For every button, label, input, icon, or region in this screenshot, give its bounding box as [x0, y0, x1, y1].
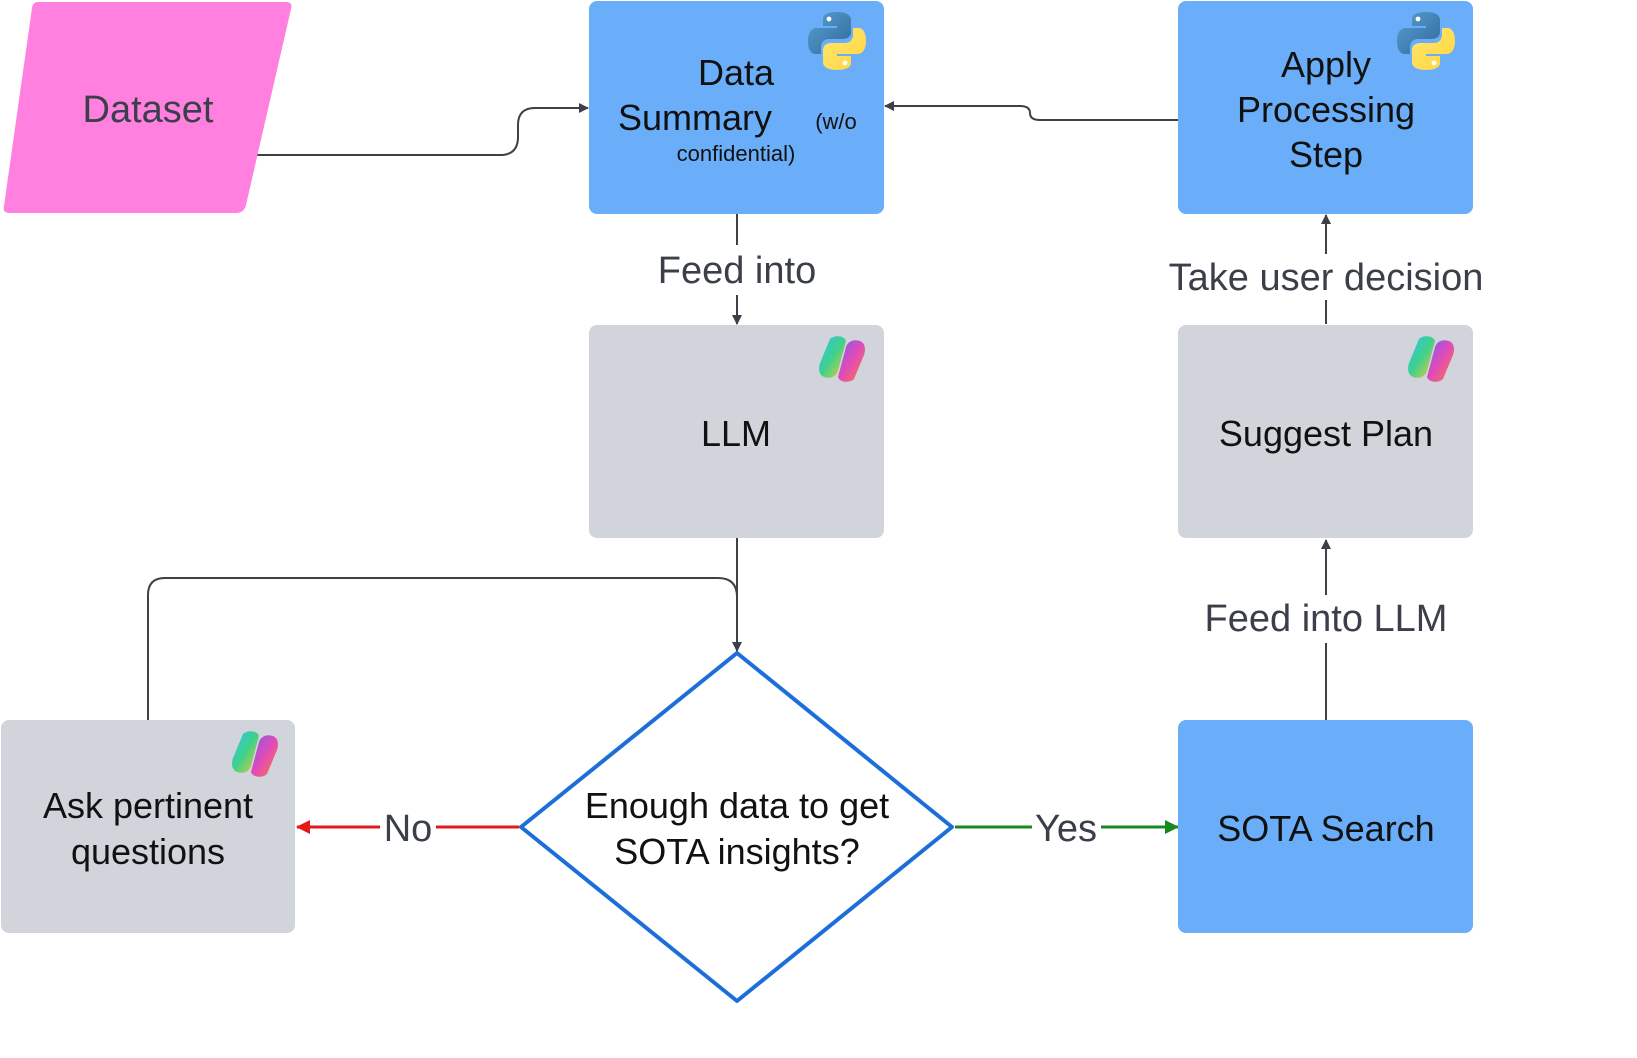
node-decision-line2: SOTA insights?	[614, 831, 859, 872]
node-suggest-plan[interactable]: Suggest Plan	[1178, 325, 1473, 538]
node-sota-label: SOTA Search	[1217, 808, 1434, 849]
edge-label-feed-into: Feed into	[658, 250, 816, 292]
node-llm-label: LLM	[701, 413, 771, 454]
edge-label-no: No	[384, 808, 433, 850]
node-apply-processing[interactable]: Apply Processing Step	[1178, 1, 1473, 214]
edge-label-yes: Yes	[1035, 808, 1097, 850]
node-apply-line2: Processing	[1237, 89, 1415, 130]
node-ask-line1: Ask pertinent	[43, 785, 253, 826]
node-ask-questions[interactable]: Ask pertinent questions	[1, 720, 295, 933]
node-sota-search[interactable]: SOTA Search	[1178, 720, 1473, 933]
edge-label-feed-into-llm: Feed into LLM	[1205, 598, 1448, 640]
node-apply-line1: Apply	[1281, 44, 1371, 85]
node-data-summary[interactable]: Data Summary (w/o confidential)	[589, 1, 884, 214]
node-dataset-label: Dataset	[83, 89, 214, 131]
node-apply-line3: Step	[1289, 134, 1363, 175]
edge-label-take-user-decision: Take user decision	[1169, 257, 1484, 299]
edge-ask-to-decision	[147, 577, 738, 720]
edge-dataset-to-summary	[255, 103, 589, 156]
node-data-summary-note1: (w/o	[815, 109, 857, 134]
node-llm[interactable]: LLM	[589, 325, 884, 538]
node-data-summary-line1: Data	[698, 52, 775, 93]
node-data-summary-line2: Summary	[618, 97, 772, 138]
node-suggest-plan-label: Suggest Plan	[1219, 413, 1433, 454]
node-decision[interactable]: Enough data to get SOTA insights?	[519, 651, 954, 1003]
node-data-summary-note2: confidential)	[677, 141, 796, 166]
node-ask-line2: questions	[71, 831, 225, 872]
edge-apply-to-summary	[884, 101, 1180, 121]
node-decision-line1: Enough data to get	[585, 785, 889, 826]
node-dataset[interactable]: Dataset	[3, 2, 292, 213]
